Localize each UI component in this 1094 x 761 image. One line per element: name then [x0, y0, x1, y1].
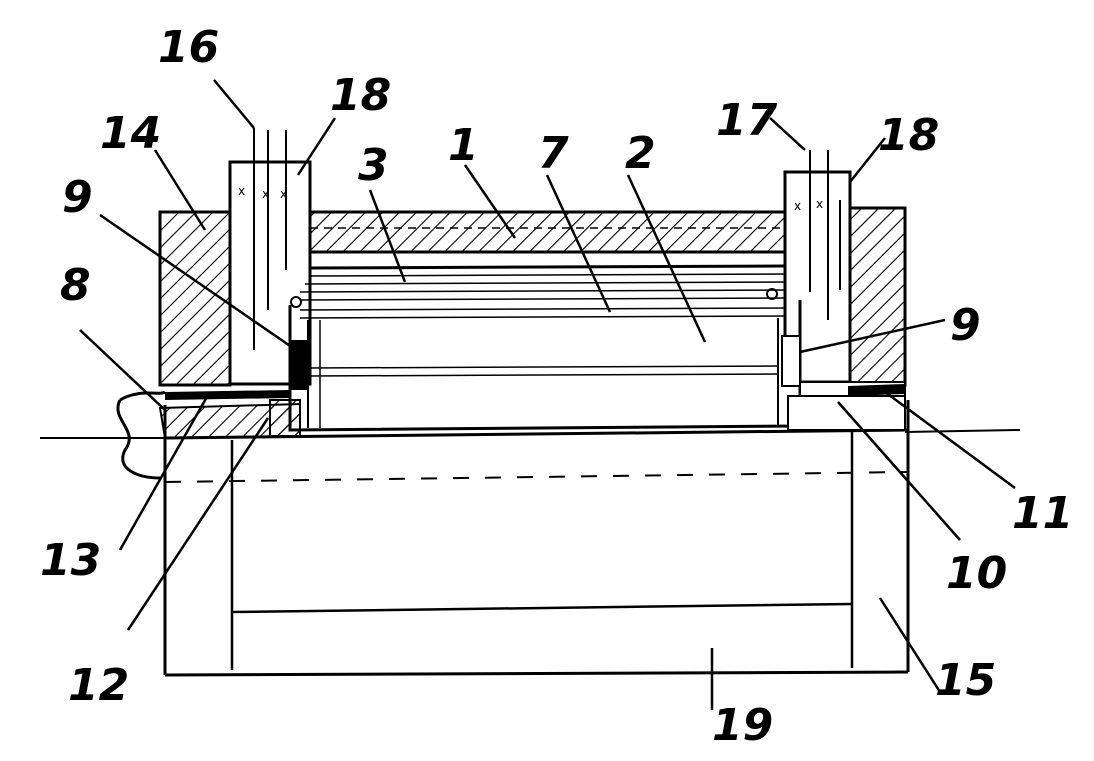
layer-stack	[299, 264, 786, 319]
label-1: 1	[448, 120, 479, 171]
label-11: 11	[1012, 488, 1073, 539]
base-housing	[163, 400, 910, 677]
lid-plate	[308, 210, 792, 254]
label-14: 14	[100, 108, 161, 159]
label-9-right: 9	[950, 300, 981, 351]
baseline	[40, 429, 1021, 439]
label-18-left: 18	[330, 70, 391, 121]
labels: 16 18 14 3 1 7 2 17 18 9 9 8 11 13 10 12…	[40, 22, 1073, 751]
svg-text:x: x	[794, 199, 801, 213]
label-18-right: 18	[878, 110, 939, 161]
leader-lines	[79, 79, 1016, 710]
label-15: 15	[935, 655, 996, 706]
label-13: 13	[40, 535, 101, 586]
svg-text:x: x	[280, 187, 287, 201]
sample-cell	[288, 288, 802, 432]
label-19: 19	[712, 700, 773, 751]
label-10: 10	[946, 548, 1007, 599]
svg-text:x: x	[262, 187, 269, 201]
label-2: 2	[625, 128, 656, 179]
label-16: 16	[158, 22, 219, 73]
left-seal	[158, 390, 301, 440]
label-7: 7	[538, 128, 569, 179]
label-17: 17	[716, 95, 778, 146]
label-3: 3	[358, 140, 389, 191]
right-seal	[787, 381, 906, 431]
label-9-left: 9	[62, 172, 93, 223]
label-8: 8	[60, 260, 91, 311]
label-12: 12	[68, 660, 129, 711]
svg-text:x: x	[238, 184, 245, 198]
svg-text:x: x	[816, 197, 823, 211]
